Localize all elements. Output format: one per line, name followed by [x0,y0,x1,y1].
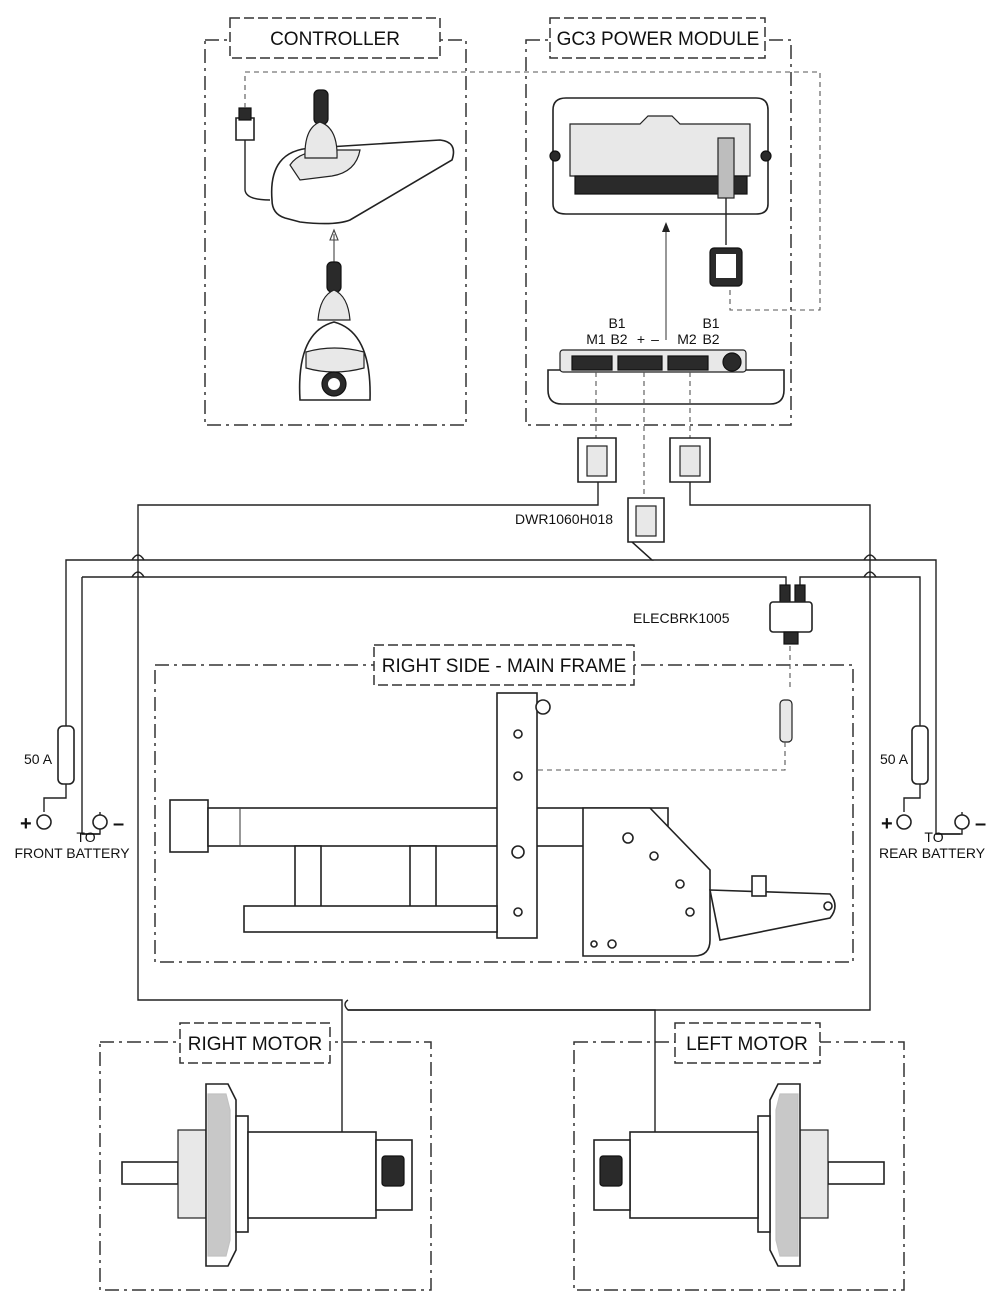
left-motor-illustration [593,1083,885,1267]
front-fuse [57,725,75,785]
terminal-b1-left: B1 [608,315,625,331]
controller-title: CONTROLLER [270,29,400,50]
terminal-labels: B1 B1 M1 B2 + – M2 B2 [586,315,720,347]
joystick-controller-illustration [235,89,455,310]
rear-battery-label: REAR BATTERY [879,845,986,861]
front-battery-to: TO [76,829,95,845]
power-module-title: GC3 POWER MODULE [557,29,760,50]
controller-frame [204,39,467,426]
rear-negative-sign: – [975,813,986,835]
power-module-cover-illustration [549,97,772,287]
front-negative-ring [92,814,108,830]
terminal-b2-left: B2 [610,331,627,347]
power-module-connector-panel [547,222,785,405]
terminal-m2: M2 [677,331,697,347]
rear-battery-to: TO [924,829,943,845]
joystick-module-illustration [298,261,371,401]
main-frame-illustration [169,692,836,957]
harness-part-number: DWR1060H018 [515,511,613,527]
terminal-plus: + [637,331,645,347]
right-motor-title-box [179,1022,331,1064]
wiring [65,482,960,1158]
front-fuse-rating: 50 A [24,751,53,767]
power-module-title-box [549,17,766,59]
main-frame-title: RIGHT SIDE - MAIN FRAME [382,656,627,677]
main-frame-section: RIGHT SIDE - MAIN FRAME [154,644,854,963]
controller-section: CONTROLLER [204,17,467,426]
rear-negative-ring [954,814,970,830]
rear-positive-sign: + [881,813,893,835]
rear-fuse [911,725,929,785]
circuit-breaker: ELECBRK1005 [519,584,813,840]
right-motor-illustration [121,1083,413,1267]
front-battery-connection: 50 A + – TO FRONT BATTERY [14,725,130,861]
controller-title-box [229,17,441,59]
front-battery-label: FRONT BATTERY [14,845,130,861]
rear-positive-ring [896,814,912,830]
terminal-b1-right: B1 [702,315,719,331]
controller-bus-cable [244,71,821,311]
left-motor-title-box [674,1022,821,1064]
left-motor-title: LEFT MOTOR [686,1034,808,1055]
power-module-section: GC3 POWER MODULE [525,17,792,426]
breaker-part-number: ELECBRK1005 [633,610,730,626]
front-positive-ring [36,814,52,830]
rear-battery-connection: 50 A + – TO REAR BATTERY [879,725,986,861]
power-module-frame [525,39,792,426]
right-motor-title: RIGHT MOTOR [188,1034,322,1055]
front-positive-sign: + [20,813,32,835]
left-motor-section: LEFT MOTOR [573,1022,905,1291]
rear-fuse-rating: 50 A [880,751,909,767]
terminal-minus: – [651,331,659,347]
main-frame-frame [154,664,854,963]
right-motor-section: RIGHT MOTOR [99,1022,432,1291]
terminal-m1: M1 [586,331,606,347]
front-negative-sign: – [113,813,124,835]
terminal-b2-right: B2 [702,331,719,347]
main-frame-title-box [373,644,635,686]
harness-connectors: DWR1060H018 [515,372,711,543]
